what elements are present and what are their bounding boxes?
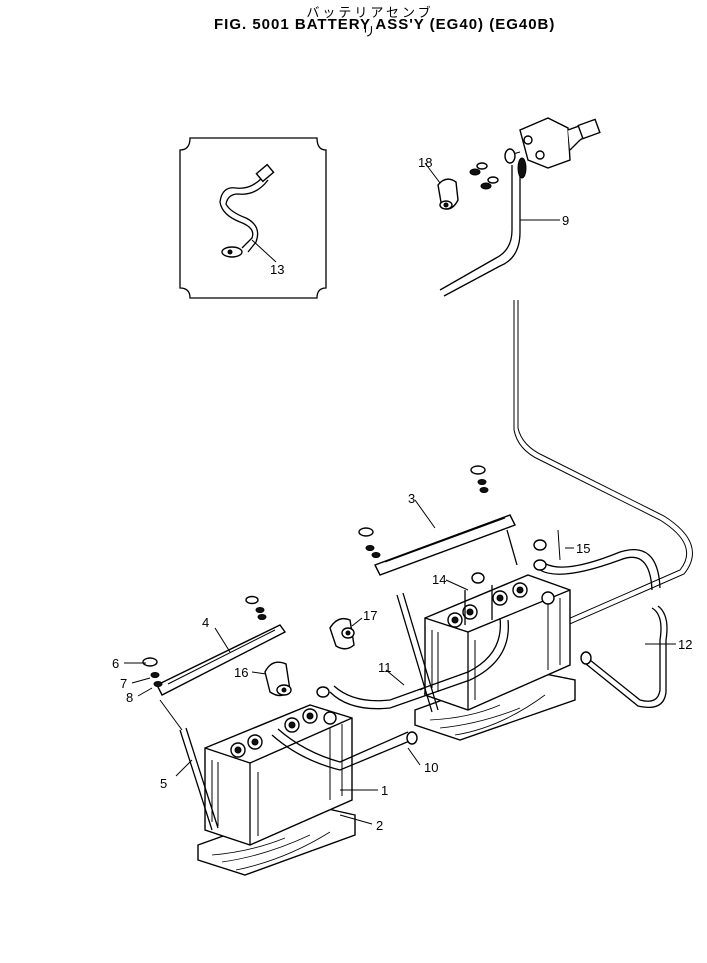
hold-down-bar-4 <box>142 595 287 831</box>
terminal-cap-16 <box>264 661 292 697</box>
callout-3: 3 <box>408 491 415 506</box>
callout-10: 10 <box>424 760 438 775</box>
figure-subtitle: バッテリアセンブリ <box>306 6 434 40</box>
terminal-cap-18 <box>424 162 499 210</box>
battery-right <box>414 574 576 741</box>
callout-17: 17 <box>363 608 377 623</box>
cable-9 <box>439 148 560 297</box>
main-cable-route <box>419 300 693 695</box>
battery-left <box>197 704 356 876</box>
callout-8: 8 <box>126 690 133 705</box>
callout-16: 16 <box>234 665 248 680</box>
callout-13: 13 <box>270 262 284 277</box>
cable-12 <box>580 605 668 709</box>
callout-5: 5 <box>160 776 167 791</box>
hold-down-bar-3 <box>358 465 518 713</box>
cable-11 <box>316 617 509 710</box>
callout-1: 1 <box>381 783 388 798</box>
figure-title: FIG. 5001 BATTERY ASS'Y (EG40) (EG40B) <box>214 16 556 33</box>
callout-4: 4 <box>202 615 209 630</box>
callout-12: 12 <box>678 637 692 652</box>
callout-7: 7 <box>120 676 127 691</box>
callout-15: 15 <box>576 541 590 556</box>
leader-lines <box>124 547 676 825</box>
cable-15 <box>533 529 661 591</box>
callout-14: 14 <box>432 572 446 587</box>
cable-10 <box>271 728 418 771</box>
callout-6: 6 <box>112 656 119 671</box>
callout-11: 11 <box>378 660 392 675</box>
callout-2: 2 <box>376 818 383 833</box>
terminal-cap-17 <box>329 617 355 650</box>
callout-9: 9 <box>562 213 569 228</box>
terminal-14 <box>464 572 493 625</box>
callout-18: 18 <box>418 155 432 170</box>
inset-detail-13 <box>179 137 327 299</box>
